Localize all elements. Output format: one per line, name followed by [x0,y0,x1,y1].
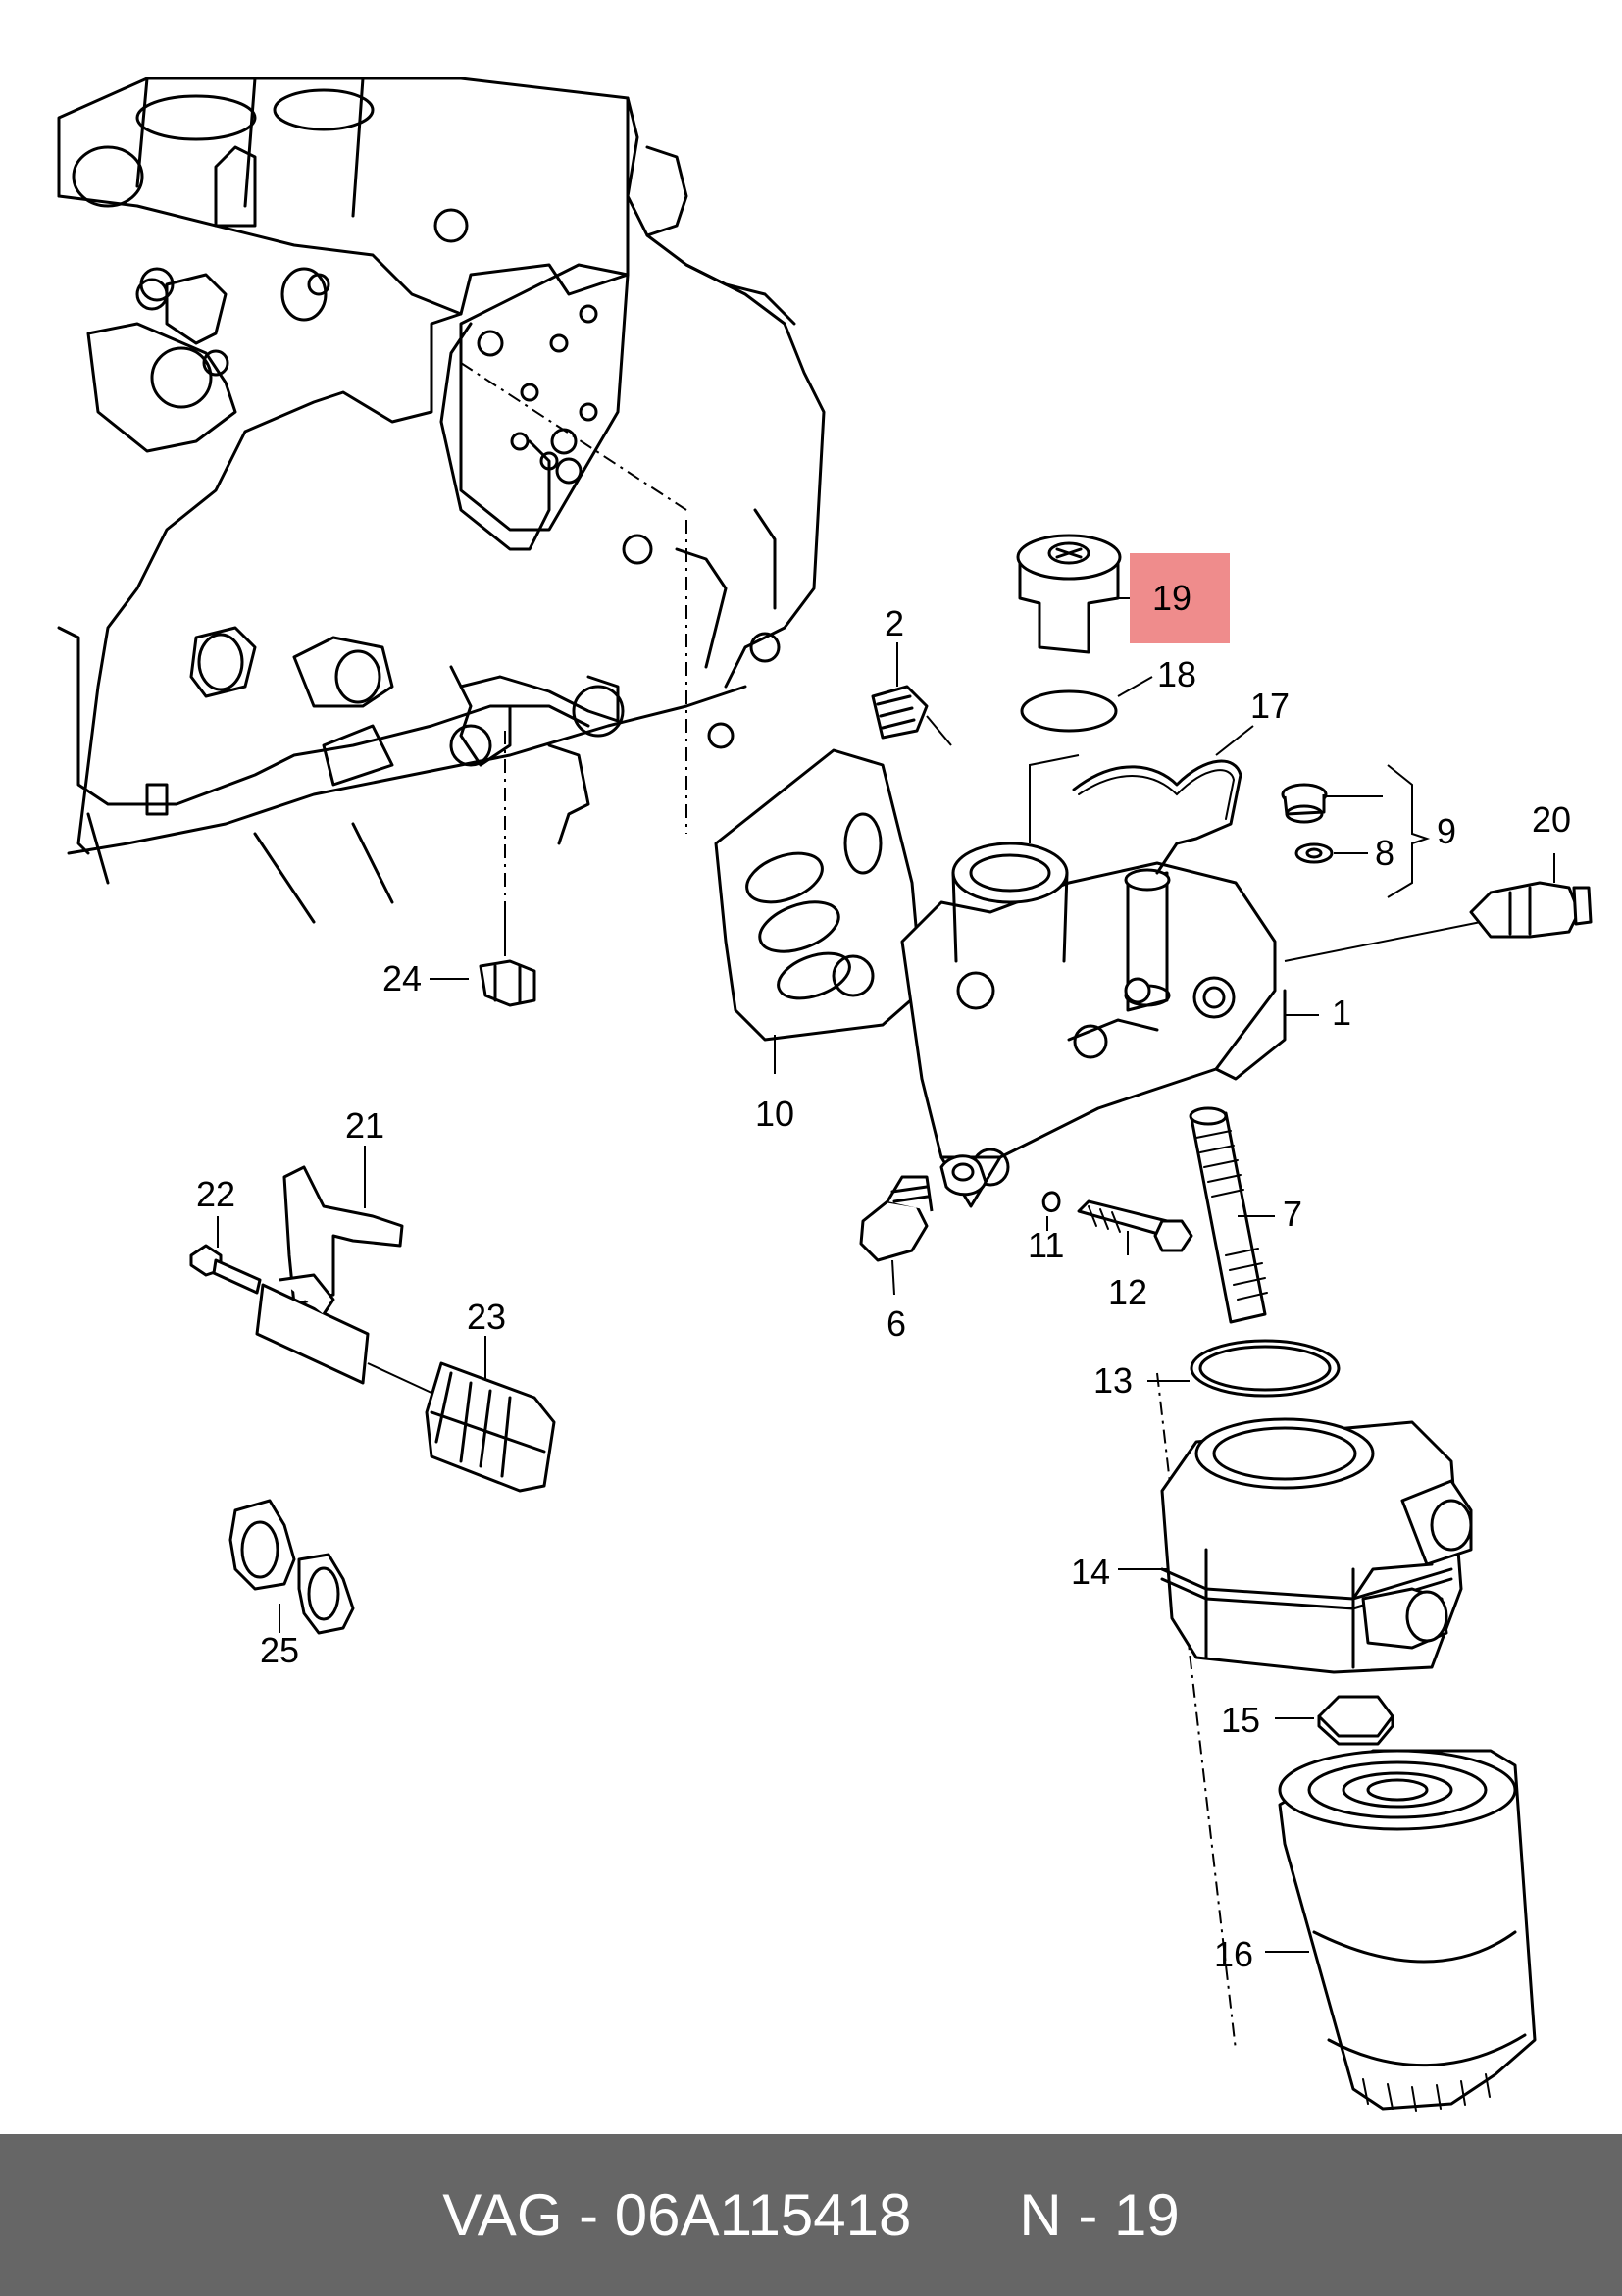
part-11-small-washer [1041,1191,1061,1231]
part-6-plug [859,1154,988,1296]
footer-bar: VAG - 06A115418 N - 19 [0,2134,1622,2296]
footer-text: VAG - 06A115418 N - 19 [442,2181,1180,2249]
callout-labels: 1 2 6 7 8 9 10 11 12 13 14 15 16 17 18 1… [196,578,1571,1974]
part-23-damper [425,1336,556,1493]
callout-21: 21 [345,1105,384,1146]
callout-25: 25 [260,1630,299,1670]
part-16-oil-filter [1265,1749,1537,2112]
highlight-box-19 [1130,553,1230,643]
callout-18: 18 [1157,654,1196,694]
callout-7: 7 [1283,1194,1302,1234]
parts-diagram: 1 2 6 7 8 9 10 11 12 13 14 15 16 17 18 1… [57,77,1593,2112]
part-1-oil-filter-housing [900,754,1482,1208]
callout-13: 13 [1093,1360,1133,1401]
part-20-oil-pressure-switch [1469,853,1593,939]
callout-14: 14 [1071,1552,1110,1592]
part-10-gasket [714,748,924,1074]
part-12-bolt [1077,1199,1193,1255]
callout-23: 23 [467,1297,506,1337]
part-13-seal-ring [1147,1339,1341,1398]
callout-8: 8 [1375,833,1394,873]
callout-2: 2 [885,603,904,643]
callout-17: 17 [1250,686,1290,726]
callout-10: 10 [755,1094,794,1134]
part-7-threaded-pipe [1189,1106,1275,1324]
callout-24: 24 [382,958,422,998]
callout-6: 6 [887,1303,906,1344]
callout-9: 9 [1437,811,1456,851]
footer-spacer [940,2181,989,2249]
callout-16: 16 [1214,1934,1253,1974]
part-21-bracket [282,1146,404,1306]
part-19-cap [1016,534,1149,654]
part-14-oil-cooler [1118,1417,1473,1674]
bracket-plate [255,1273,432,1394]
engine-block-illustration [57,77,826,924]
callout-19: 19 [1152,578,1191,618]
part-17-seal [1072,725,1254,875]
part-18-o-ring [1020,676,1153,733]
callout-11: 11 [1028,1225,1064,1265]
part-9-plug [1281,783,1383,824]
callout-20: 20 [1532,799,1571,840]
part-2-stud [871,642,952,746]
assembly-axis-lines [460,362,1237,2051]
part-22-bolt [189,1216,262,1295]
part-15-nut [1275,1695,1394,1746]
footer-part-number: VAG - 06A115418 [442,2182,912,2248]
part-24-clip [479,907,536,1007]
callout-15: 15 [1221,1700,1260,1740]
part-8-washer [1294,764,1431,898]
part-25-hose-clips [228,1499,355,1635]
callout-12: 12 [1108,1272,1147,1312]
callout-22: 22 [196,1174,235,1214]
footer-position: N - 19 [1019,2182,1180,2248]
callout-1: 1 [1332,993,1351,1033]
